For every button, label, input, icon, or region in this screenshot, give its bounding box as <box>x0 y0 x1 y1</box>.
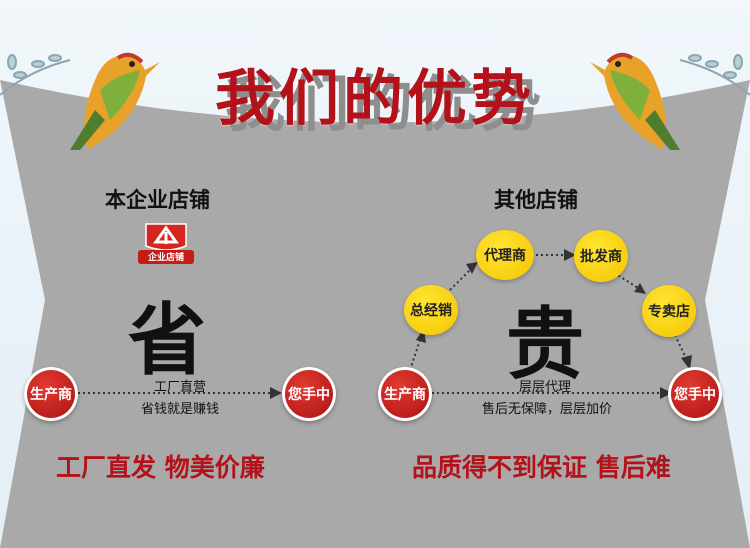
badge-label: 企业店铺 <box>147 253 184 263</box>
node-distributor: 总经销 <box>404 285 458 335</box>
right-slogan: 品质得不到保证 售后难 <box>412 453 671 482</box>
left-slogan: 工厂直发 物美价廉 <box>56 453 265 482</box>
arrow-icon <box>270 387 282 399</box>
left-producer-node: 生产商 <box>24 367 78 421</box>
bird-icon <box>590 52 680 150</box>
branch-icon <box>679 54 750 96</box>
left-heading: 本企业店铺 <box>105 188 210 212</box>
enterprise-badge-icon <box>138 223 194 264</box>
left-customer-node: 您手中 <box>282 367 336 421</box>
branch-icon <box>0 54 71 96</box>
node-agent: 代理商 <box>476 230 534 280</box>
right-path-line2: 售后无保障，层层加价 <box>481 402 612 417</box>
right-heading: 其他店铺 <box>494 188 578 212</box>
bird-icon <box>70 52 160 150</box>
page-title: 我们的优势 <box>215 64 535 134</box>
node-store: 专卖店 <box>642 285 696 337</box>
left-path-line1: 工厂直营 <box>153 380 206 395</box>
right-path-line1: 层层代理 <box>518 380 571 395</box>
right-big-char: 贵 <box>506 300 585 390</box>
left-path-line2: 省钱就是赚钱 <box>140 402 219 417</box>
right-customer-node: 您手中 <box>668 367 722 421</box>
right-producer-node: 生产商 <box>378 367 432 421</box>
arrow-icon <box>416 249 692 399</box>
left-big-char: 省 <box>128 296 207 386</box>
gray-panel <box>0 80 750 548</box>
node-wholesaler: 批发商 <box>574 230 628 282</box>
